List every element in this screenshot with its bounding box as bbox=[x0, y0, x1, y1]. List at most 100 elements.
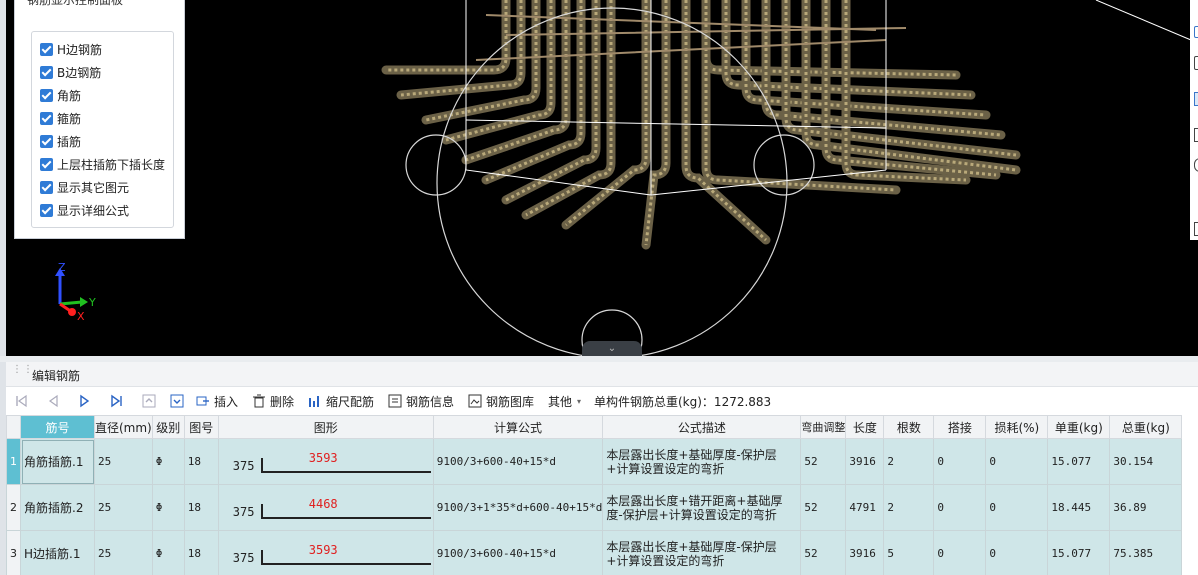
checkbox[interactable] bbox=[40, 157, 53, 171]
col-header[interactable]: 长度 bbox=[845, 415, 885, 439]
option-dowel[interactable]: 插筋 bbox=[40, 132, 81, 150]
cell-desc[interactable]: 本层露出长度+基础厚度-保护层+计算设置设定的弯折 bbox=[602, 530, 802, 575]
prev-record-icon[interactable] bbox=[46, 394, 60, 408]
move-down-icon[interactable] bbox=[170, 394, 184, 408]
row-number[interactable]: 1 bbox=[6, 438, 21, 485]
col-header[interactable]: 公式描述 bbox=[602, 415, 802, 439]
col-header[interactable]: 总重(kg) bbox=[1109, 415, 1183, 439]
cell-unit-weight[interactable]: 15.077 bbox=[1047, 438, 1111, 485]
cell-lap[interactable]: 0 bbox=[933, 530, 987, 575]
col-header[interactable]: 图号 bbox=[183, 415, 219, 439]
cell-unit-weight[interactable]: 18.445 bbox=[1047, 484, 1111, 531]
cell-name[interactable]: H边插筋.1 bbox=[20, 530, 95, 575]
collapse-toggle[interactable]: ⌄ bbox=[582, 341, 642, 356]
cell-loss[interactable]: 0 bbox=[985, 484, 1049, 531]
cell-desc[interactable]: 本层露出长度+基础厚度-保护层+计算设置设定的弯折 bbox=[602, 438, 802, 485]
delete-button[interactable]: 删除 bbox=[252, 393, 294, 409]
option-b-rebar[interactable]: B边钢筋 bbox=[40, 63, 101, 81]
cell-length[interactable]: 3916 bbox=[845, 530, 885, 575]
checkbox[interactable] bbox=[40, 88, 53, 102]
insert-button[interactable]: 插入 bbox=[196, 393, 238, 409]
cell-lap[interactable]: 0 bbox=[933, 438, 987, 485]
cell-count[interactable]: 5 bbox=[883, 530, 935, 575]
col-header[interactable]: 级别 bbox=[151, 415, 185, 439]
cell-bend[interactable]: 52 bbox=[800, 484, 847, 531]
cell-fig[interactable]: 18 bbox=[183, 484, 219, 531]
cell-total-weight[interactable]: 30.154 bbox=[1109, 438, 1183, 485]
cell-total-weight[interactable]: 36.89 bbox=[1109, 484, 1183, 531]
cell-length[interactable]: 4791 bbox=[845, 484, 885, 531]
view-icon[interactable] bbox=[1194, 128, 1198, 142]
last-record-icon[interactable] bbox=[110, 394, 124, 408]
cell-desc[interactable]: 本层露出长度+错开距离+基础厚度-保护层+计算设置设定的弯折 bbox=[602, 484, 802, 531]
option-upper-dowel-length[interactable]: 上层柱插筋下插长度 bbox=[40, 155, 165, 173]
option-corner-rebar[interactable]: 角筋 bbox=[40, 86, 81, 104]
cell-bend[interactable]: 52 bbox=[800, 530, 847, 575]
cell-diameter[interactable]: 25 bbox=[94, 530, 153, 575]
shape-value[interactable]: 3593 bbox=[308, 543, 338, 557]
cell-loss[interactable]: 0 bbox=[985, 438, 1049, 485]
rebar-info-button[interactable]: 钢筋信息 bbox=[388, 393, 454, 409]
col-header[interactable]: 弯曲调整 bbox=[800, 415, 847, 439]
cell-grade[interactable]: Φ bbox=[151, 438, 185, 485]
next-record-icon[interactable] bbox=[78, 394, 92, 408]
cell-formula[interactable]: 9100/3+600-40+15*d bbox=[432, 530, 604, 575]
cell-fig[interactable]: 18 bbox=[183, 530, 219, 575]
cell-length[interactable]: 3916 bbox=[845, 438, 885, 485]
cell-formula[interactable]: 9100/3+1*35*d+600-40+15*d bbox=[432, 484, 604, 531]
cell-grade[interactable]: Φ bbox=[151, 530, 185, 575]
col-header[interactable]: 损耗(%) bbox=[985, 415, 1049, 439]
shape-value[interactable]: 3593 bbox=[308, 451, 338, 465]
drag-grip-icon[interactable]: ⋮⋮ bbox=[12, 364, 34, 375]
col-header[interactable]: 计算公式 bbox=[432, 415, 604, 439]
option-show-formula[interactable]: 显示详细公式 bbox=[40, 201, 129, 219]
cell-count[interactable]: 2 bbox=[883, 438, 935, 485]
view-icon[interactable] bbox=[1194, 26, 1198, 38]
rebar-library-button[interactable]: 钢筋图库 bbox=[468, 393, 534, 409]
view-icon[interactable] bbox=[1194, 158, 1198, 172]
move-up-icon[interactable] bbox=[142, 394, 156, 408]
cell-lap[interactable]: 0 bbox=[933, 484, 987, 531]
cell-unit-weight[interactable]: 15.077 bbox=[1047, 530, 1111, 575]
cell-diameter[interactable]: 25 bbox=[94, 438, 153, 485]
scale-rebar-button[interactable]: 缩尺配筋 bbox=[308, 393, 374, 409]
3d-viewport[interactable]: 钢筋显示控制面板 H边钢筋 B边钢筋 角筋 箍筋 插筋 上层柱插筋下插长度 显示… bbox=[6, 0, 1198, 356]
cell-bend[interactable]: 52 bbox=[800, 438, 847, 485]
checkbox[interactable] bbox=[40, 111, 53, 125]
shape-value[interactable]: 4468 bbox=[308, 497, 338, 511]
cell-name[interactable]: 角筋插筋.1 bbox=[20, 438, 95, 485]
cell-formula[interactable]: 9100/3+600-40+15*d bbox=[432, 438, 604, 485]
view-icon[interactable] bbox=[1194, 92, 1198, 106]
col-header[interactable]: 根数 bbox=[883, 415, 935, 439]
col-header[interactable]: 图形 bbox=[217, 415, 434, 439]
col-header[interactable]: 单重(kg) bbox=[1047, 415, 1111, 439]
cell-fig[interactable]: 18 bbox=[183, 438, 219, 485]
checkbox[interactable] bbox=[40, 42, 53, 56]
cell-count[interactable]: 2 bbox=[883, 484, 935, 531]
col-header[interactable]: 直径(mm) bbox=[94, 415, 153, 439]
row-number[interactable]: 2 bbox=[6, 484, 21, 531]
rebar-3d-scene[interactable] bbox=[6, 0, 1198, 356]
cell-total-weight[interactable]: 75.385 bbox=[1109, 530, 1183, 575]
cell-loss[interactable]: 0 bbox=[985, 530, 1049, 575]
first-record-icon[interactable] bbox=[14, 394, 28, 408]
cell-name[interactable]: 角筋插筋.2 bbox=[20, 484, 95, 531]
option-h-rebar[interactable]: H边钢筋 bbox=[40, 40, 102, 58]
checkbox[interactable] bbox=[40, 65, 53, 79]
cell-diameter[interactable]: 25 bbox=[94, 484, 153, 531]
cell-grade[interactable]: Φ bbox=[151, 484, 185, 531]
checkbox[interactable] bbox=[40, 203, 53, 217]
option-show-other[interactable]: 显示其它图元 bbox=[40, 178, 129, 196]
view-icon[interactable] bbox=[1194, 56, 1198, 70]
checkbox[interactable] bbox=[40, 134, 53, 148]
checkbox[interactable] bbox=[40, 180, 53, 194]
col-header[interactable]: 搭接 bbox=[933, 415, 987, 439]
other-menu-button[interactable]: 其他▾ bbox=[548, 393, 581, 409]
option-stirrup[interactable]: 箍筋 bbox=[40, 109, 81, 127]
